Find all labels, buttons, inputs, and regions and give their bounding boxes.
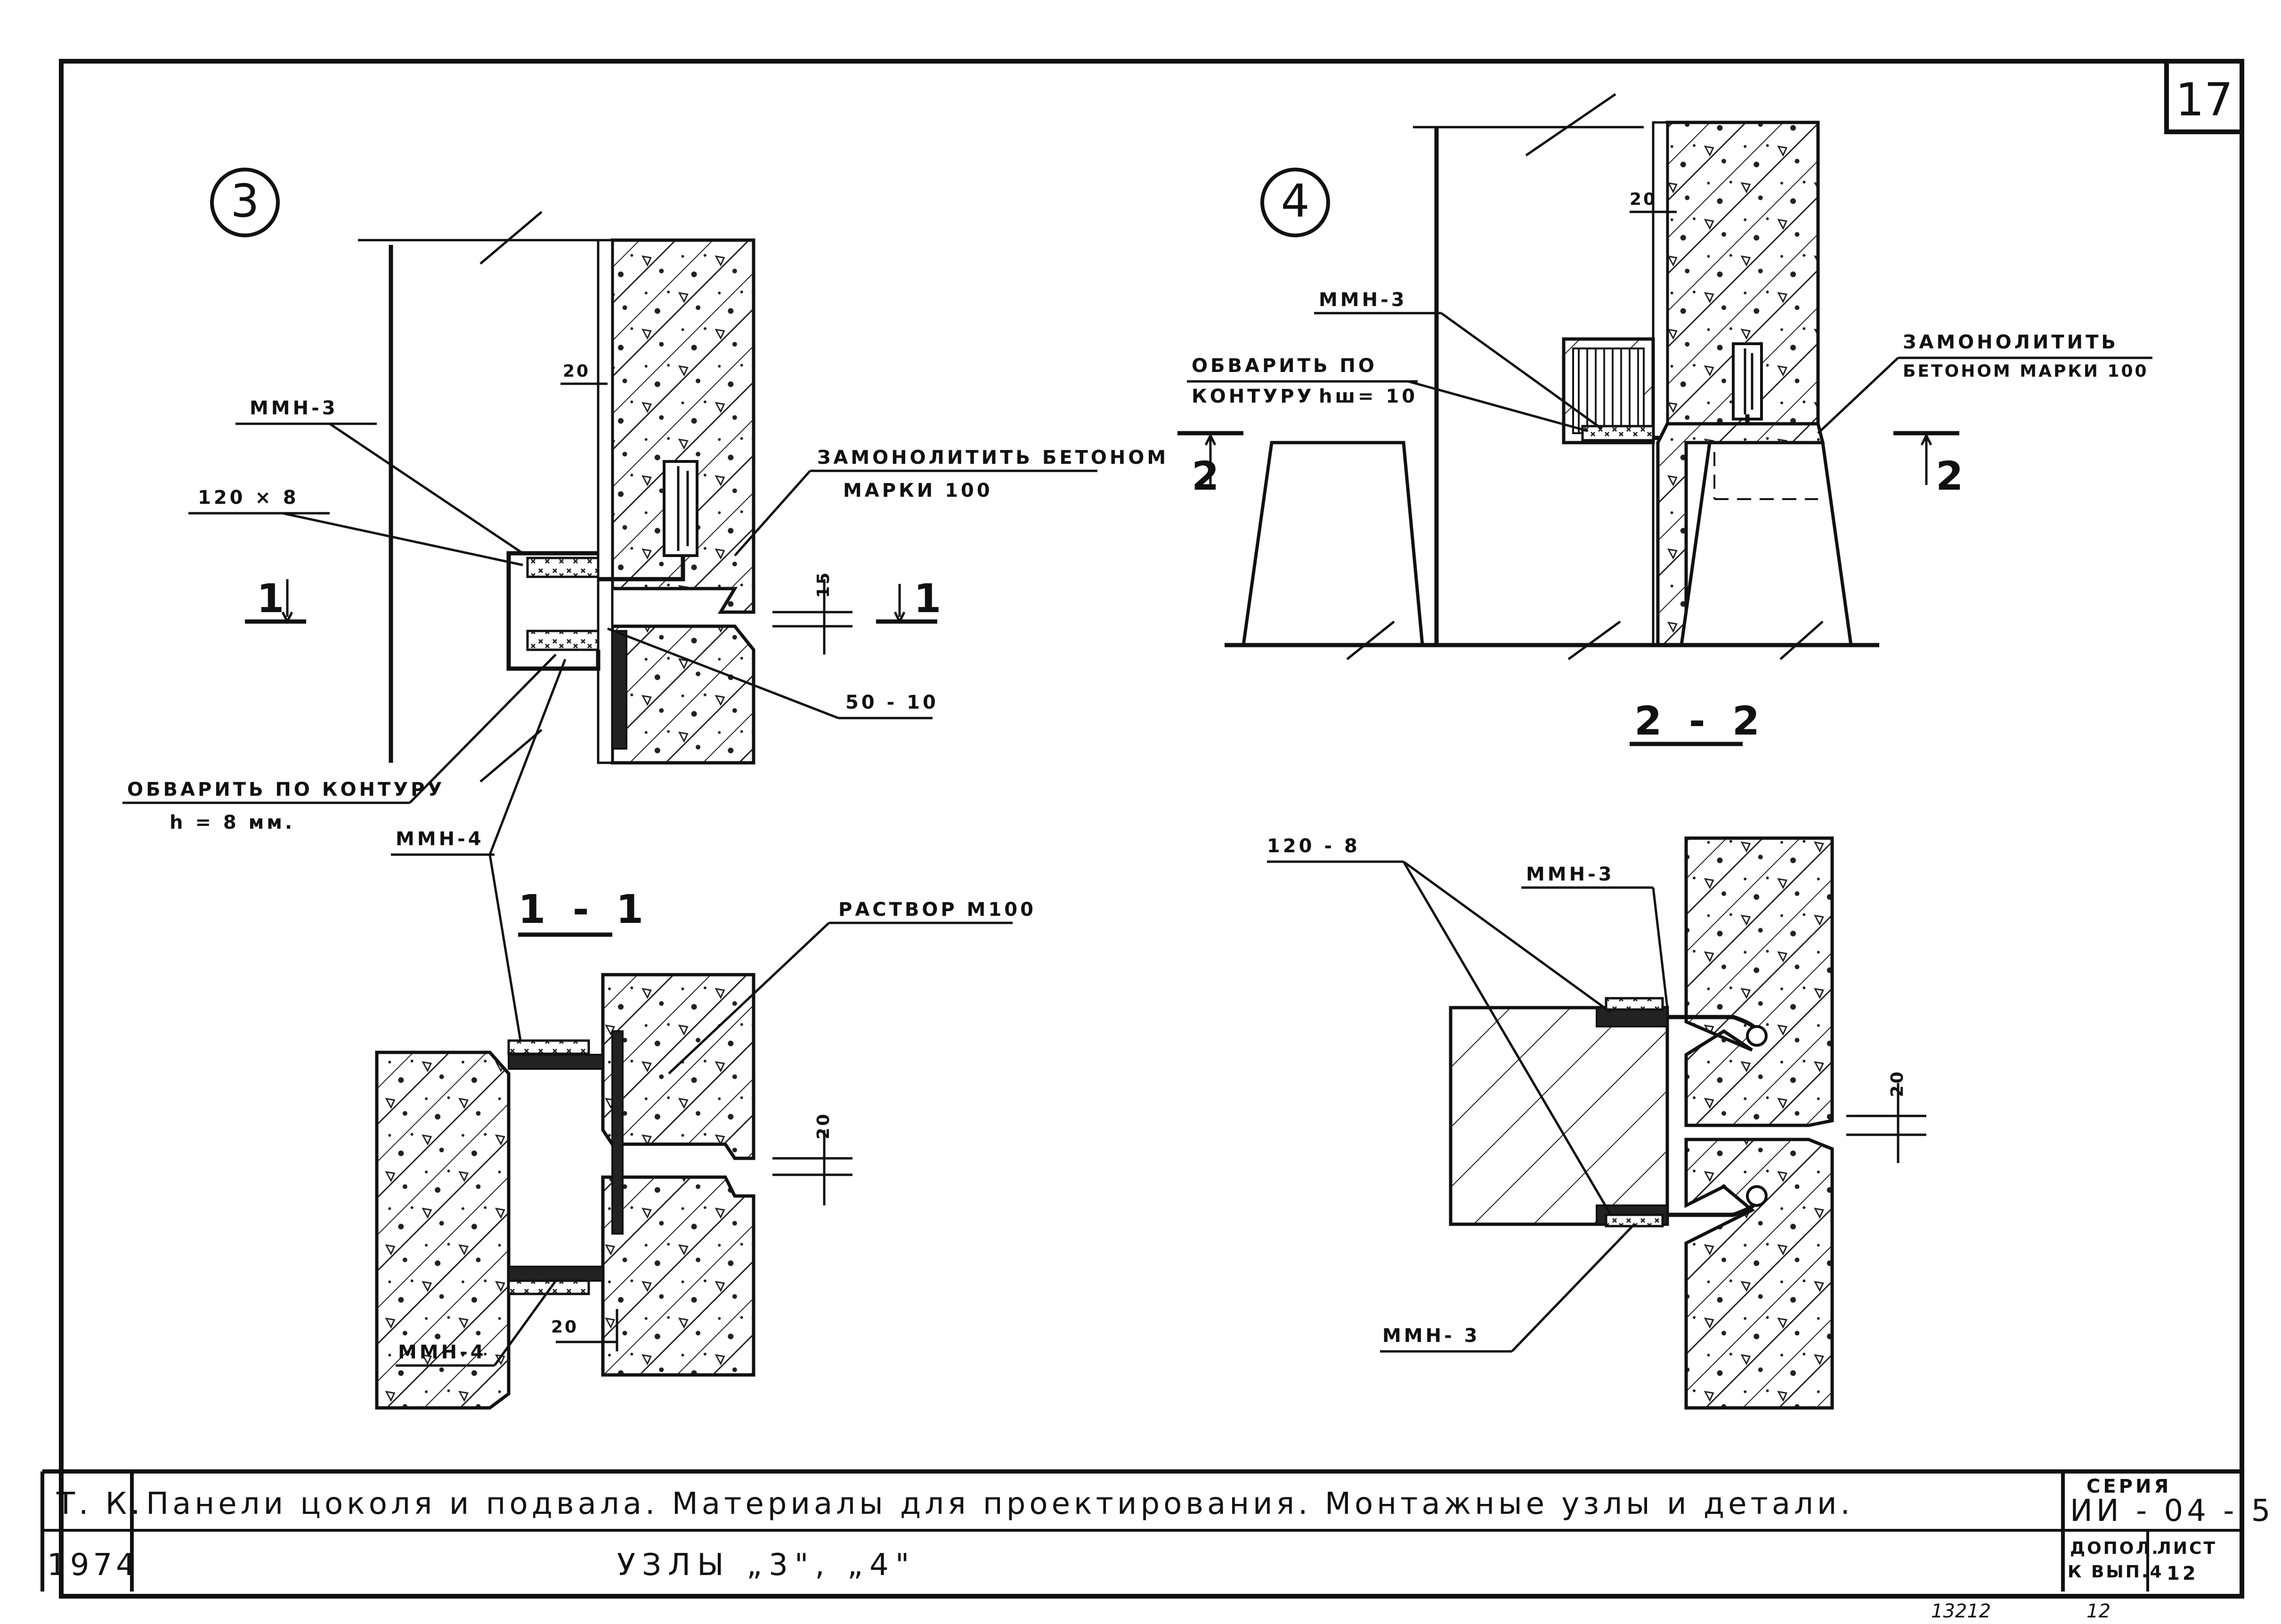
label-concrete-grade: МАРКИ 100 — [843, 480, 993, 501]
node-4: 4 20 ММН-3 ОБВАРИТЬ ПО КО — [1177, 93, 2152, 661]
timber-beam — [1449, 1006, 1669, 1226]
cut-mark-left: 1 — [257, 575, 291, 622]
handwritten-number: 13212 — [1931, 1600, 1991, 1622]
node4-label-weld-h: hш= 10 — [1319, 386, 1418, 407]
section-2-2: 2 - 2 120 - 8 ММН-3 20 ММН- 3 — [1267, 698, 1926, 1410]
label-mmn3: ММН-3 — [250, 397, 338, 419]
label-weld: ОБВАРИТЬ ПО КОНТУРУ — [127, 779, 445, 800]
section-2-2-title: 2 - 2 — [1634, 698, 1766, 744]
label-mmn3-bottom: ММН- 3 — [1382, 1325, 1480, 1347]
foundation-left — [1241, 441, 1424, 647]
series-value: ИИ - 04 - 5 — [2070, 1494, 2274, 1528]
label-mmn4-bottom: ММН-4 — [398, 1341, 487, 1363]
series-label: СЕРИЯ — [2086, 1476, 2171, 1497]
node-3-marker-text: 3 — [230, 175, 259, 227]
dim-15: 15 — [814, 571, 833, 598]
label-mortar: РАСТВОР М100 — [838, 899, 1036, 921]
section22-lower-panel — [1684, 1138, 1834, 1410]
section22-dim-20: 20 — [1888, 1070, 1907, 1097]
node4-dim-20: 20 — [1630, 190, 1657, 209]
weld-seam-bottom — [526, 630, 600, 651]
lower-wall-panel — [610, 624, 755, 765]
supplement-issue: К ВЫП.4 — [2068, 1562, 2164, 1582]
handwritten-page: 12 — [2086, 1600, 2111, 1622]
section-1-1: 1 - 1 РАСТВОР М100 20 20 ММН-4 — [375, 886, 1036, 1410]
node-4-marker-text: 4 — [1281, 175, 1309, 227]
embedded-anchor — [663, 460, 698, 557]
dim-20-a: 20 — [814, 1112, 833, 1139]
cut-mark-right: 1 — [914, 575, 948, 622]
supplement-label: ДОПОЛ. — [2070, 1539, 2160, 1558]
node4-label-concrete: ЗАМОНОЛИТИТЬ — [1903, 331, 2119, 353]
sheet-number: 17 — [2175, 73, 2233, 126]
node4-cut-left: 2 — [1192, 453, 1226, 499]
sheet-frame: 17 — [59, 59, 2244, 1599]
title-block: Т. К. 1974 Панели цоколя и подвала. Мате… — [41, 1469, 2274, 1592]
left-plinth-panel — [375, 1050, 511, 1410]
node4-label-weld2: КОНТУРУ — [1192, 386, 1314, 407]
dim-20-b: 20 — [551, 1317, 578, 1337]
weld-seam-top — [526, 557, 600, 578]
upper-right-panel — [601, 973, 755, 1160]
monolithic-concrete — [1656, 422, 1825, 647]
sheet-label: ЛИСТ — [2157, 1539, 2217, 1558]
node4-label-weld: ОБВАРИТЬ ПО — [1192, 355, 1377, 377]
section-1-1-title: 1 - 1 — [518, 886, 650, 932]
lower-right-panel — [601, 1175, 755, 1377]
label-mmn3-top: ММН-3 — [1526, 864, 1615, 885]
label-weld-h: h = 8 мм. — [170, 812, 295, 833]
node4-label-concrete-grade: БЕТОНОМ МАРКИ 100 — [1903, 362, 2149, 381]
node4-label-mmn3: ММН-3 — [1319, 289, 1407, 311]
label-plate-50x10: 50 - 10 — [845, 692, 939, 713]
label-mmn4: ММН-4 — [396, 828, 484, 850]
connector-plate-bottom — [508, 1266, 604, 1282]
node4-cut-right: 2 — [1936, 453, 1970, 499]
steel-bracket — [506, 551, 601, 671]
sheet-value: 12 — [2167, 1563, 2199, 1584]
foundation-right — [1679, 441, 1853, 647]
node-3: 3 ММН-3 120 × 8 20 ЗАМОНОЛИТИТЬ БЕТОНОМ — [122, 168, 1169, 1055]
node-3-marker — [210, 168, 280, 237]
title-year: 1974 — [47, 1548, 139, 1583]
title-code: Т. К. — [56, 1487, 144, 1521]
label-plate-120x8: 120 × 8 — [198, 487, 299, 509]
dim-20: 20 — [563, 362, 590, 381]
label-120-8: 120 - 8 — [1267, 835, 1360, 857]
node-4-marker — [1260, 168, 1330, 237]
section22-upper-panel — [1684, 836, 1834, 1127]
connector-plate-top — [508, 1054, 604, 1070]
title-main: Панели цоколя и подвала. Материалы для п… — [146, 1487, 1854, 1521]
label-concrete: ЗАМОНОЛИТИТЬ БЕТОНОМ — [817, 447, 1169, 469]
title-subtitle: УЗЛЫ „3", „4" — [617, 1548, 916, 1583]
